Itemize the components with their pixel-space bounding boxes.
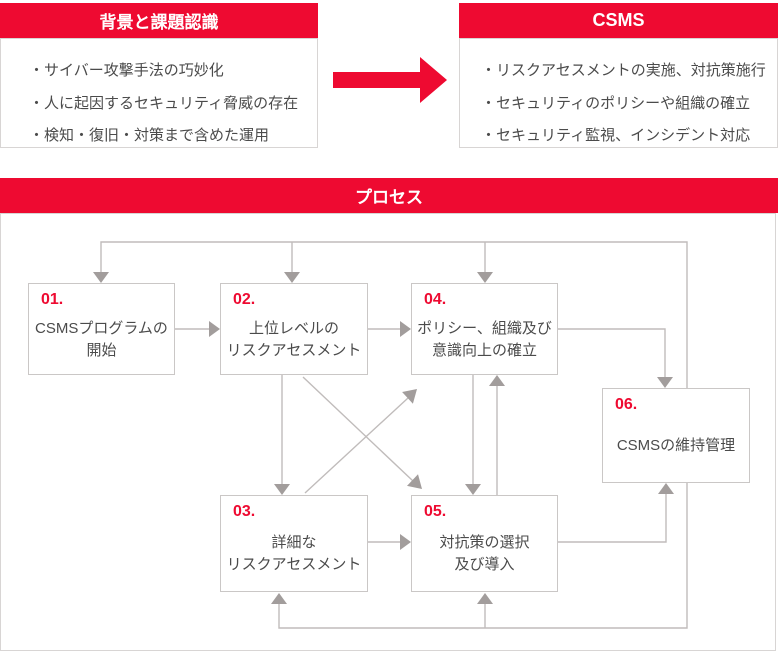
process-title: プロセス [355, 188, 423, 207]
connector-06-to-top-rail [100, 241, 688, 388]
step-number: 05. [424, 503, 447, 520]
arrowhead-into-05-bottom [477, 593, 493, 604]
arrowhead-04-to-05 [465, 484, 481, 495]
process-step-06: 06. CSMSの維持管理 [602, 388, 750, 483]
csms-card-title: CSMS [592, 10, 645, 30]
connector-03-to-04-diagonal [304, 397, 409, 494]
step-label: 対抗策の選択 及び導入 [439, 534, 530, 573]
step-label: CSMSの維持管理 [616, 437, 736, 454]
process-header: プロセス [0, 178, 778, 213]
arrowhead-04-to-06 [657, 377, 673, 388]
background-card-title: 背景と課題認識 [99, 13, 219, 32]
step-number: 06. [615, 396, 638, 413]
connector-06-to-bottom-rail [278, 483, 688, 629]
process-step-02: 02. 上位レベルの リスクアセスメント [220, 283, 368, 375]
step-label: ポリシー、組織及び 意識向上の確立 [417, 319, 552, 359]
arrowhead-02-to-04 [400, 321, 411, 337]
process-step-03: 03. 詳細な リスクアセスメント [220, 495, 368, 592]
arrowhead-03-to-04 [402, 389, 417, 404]
process-step-01: 01. CSMSプログラムの 開始 [28, 283, 175, 375]
arrowhead-01-to-02 [209, 321, 220, 337]
bullet-item: ・セキュリティのポリシーや組織の確立 [481, 94, 751, 112]
bullet-item: ・検知・復旧・対策まで含めた運用 [29, 127, 270, 144]
arrowhead-02-to-03 [274, 484, 290, 495]
connector-05-to-06 [558, 493, 667, 543]
csms-card-body: ・リスクアセスメントの実施、対抗策施行 ・セキュリティのポリシーや組織の確立 ・… [459, 38, 778, 148]
arrowhead-into-03-bottom [271, 593, 287, 604]
arrowhead-into-04 [477, 272, 493, 283]
bullet-item: ・セキュリティ監視、インシデント対応 [481, 127, 751, 144]
connector-04-to-06 [558, 328, 666, 378]
process-step-05: 05. 対抗策の選択 及び導入 [411, 495, 558, 592]
bullet-item: ・人に起因するセキュリティ脅威の存在 [29, 94, 299, 112]
bullet-item: ・リスクアセスメントの実施、対抗策施行 [481, 62, 766, 79]
step-number: 04. [424, 291, 447, 308]
step-label: CSMSプログラムの 開始 [35, 319, 168, 359]
arrowhead-05-to-06 [658, 483, 674, 494]
step-label: 上位レベルの リスクアセスメント [226, 319, 362, 359]
step-number: 01. [41, 291, 64, 308]
background-card-body: ・サイバー攻撃手法の巧妙化 ・人に起因するセキュリティ脅威の存在 ・検知・復旧・… [0, 38, 318, 148]
arrowhead-03-to-05 [400, 534, 411, 550]
arrowhead-into-01 [93, 272, 109, 283]
transition-arrow-icon [333, 57, 447, 103]
arrowhead-02-to-05 [407, 474, 422, 489]
bullet-item: ・サイバー攻撃手法の巧妙化 [29, 62, 224, 79]
csms-card-header: CSMS [459, 3, 778, 38]
step-number: 02. [233, 291, 256, 308]
connector-02-to-05-diagonal [302, 376, 414, 482]
arrowhead-into-02 [284, 272, 300, 283]
arrowhead-05-to-04 [489, 375, 505, 386]
process-step-04: 04. ポリシー、組織及び 意識向上の確立 [411, 283, 558, 375]
background-card-header: 背景と課題認識 [0, 3, 318, 38]
step-number: 03. [233, 503, 256, 520]
step-label: 詳細な リスクアセスメント [226, 534, 362, 573]
